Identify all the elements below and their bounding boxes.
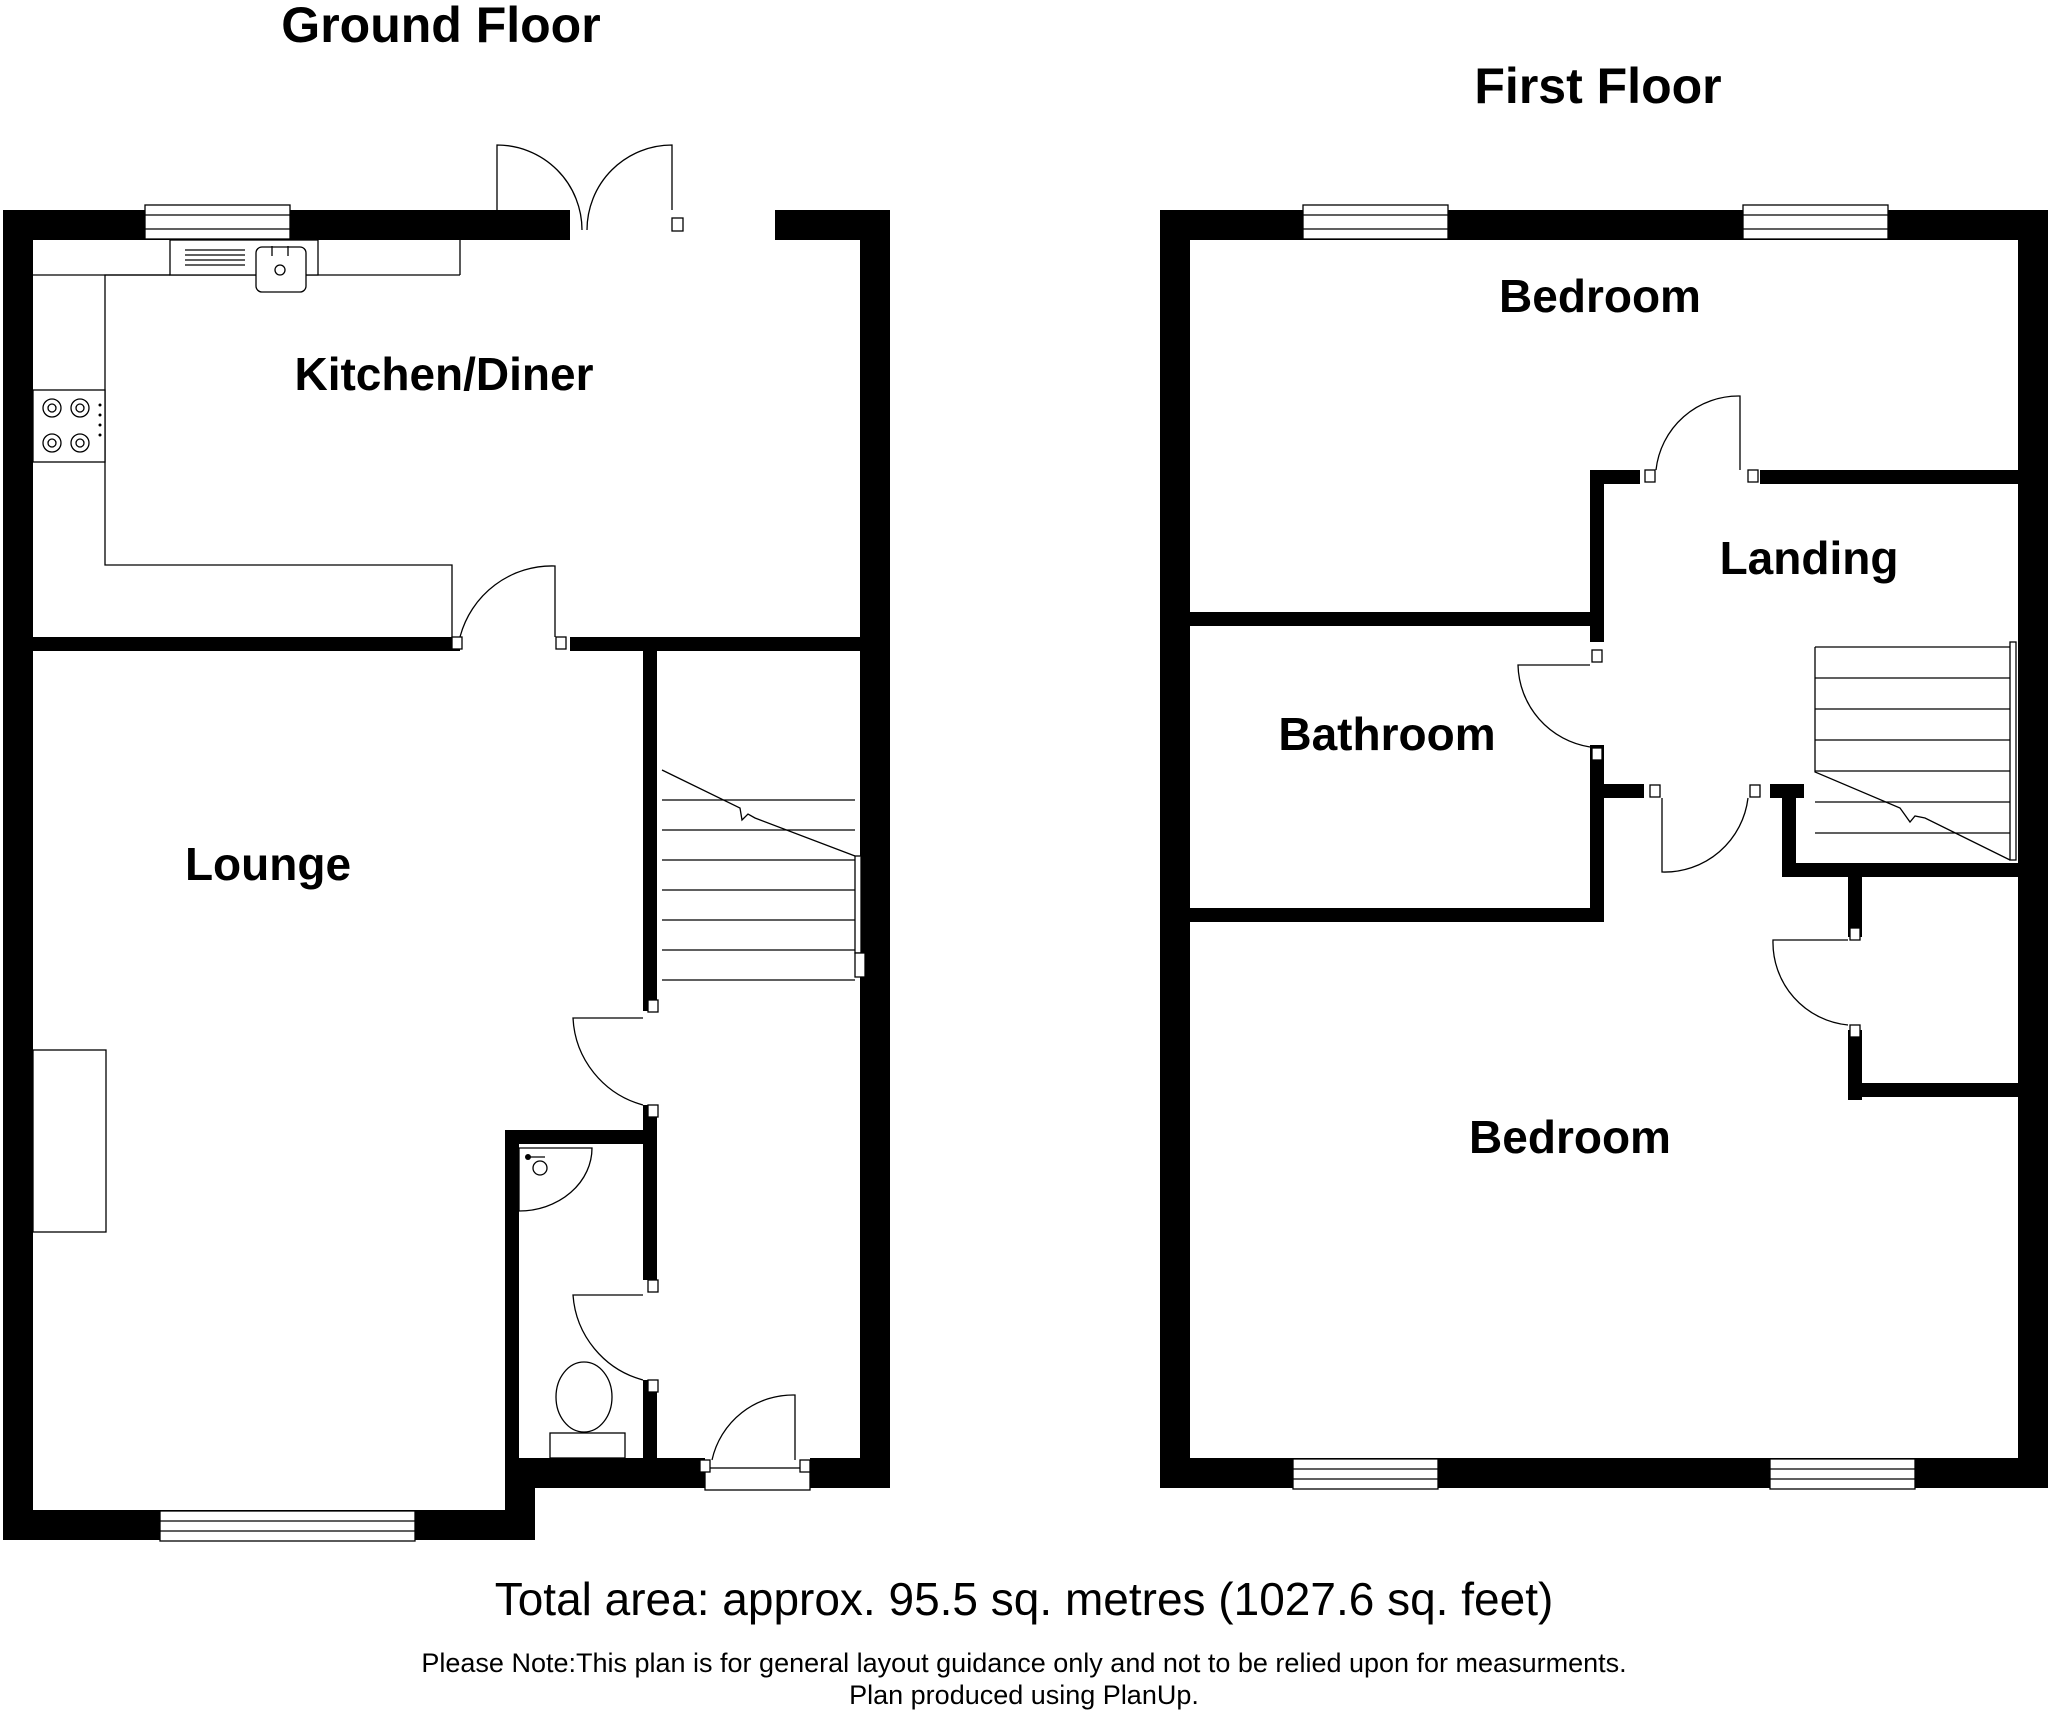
ground-floor-plan: Ground Floor (3, 0, 890, 1542)
rear-bedroom-door-swing (1661, 797, 1749, 873)
lounge-door-swing (572, 1017, 644, 1106)
rear-bedroom-window-2 (1769, 1458, 1916, 1490)
sink-icon (255, 246, 307, 293)
first-floor-plan: First Floor (1160, 58, 2048, 1490)
hob-icon (32, 389, 106, 463)
kitchen-window (144, 204, 291, 240)
patio-doors (482, 144, 684, 232)
rear-bedroom-window-1 (1292, 1458, 1439, 1490)
room-label-rear-bedroom: Bedroom (1469, 1111, 1671, 1163)
cupboard-door-swing (1772, 939, 1849, 1026)
front-bedroom-window-1 (1302, 204, 1449, 240)
ground-floor-walls (3, 210, 890, 1540)
kitchen-door-swing (459, 565, 556, 638)
room-label-bathroom: Bathroom (1278, 708, 1495, 760)
room-label-landing: Landing (1720, 532, 1899, 584)
ground-floor-staircase (661, 769, 866, 981)
front-bedroom-door-swing (1655, 395, 1741, 471)
total-area-text: Total area: approx. 95.5 sq. metres (102… (494, 1573, 1554, 1625)
ground-floor-title: Ground Floor (281, 0, 600, 53)
first-floor-walls (1160, 210, 2048, 1488)
toilet-icon (549, 1361, 626, 1459)
front-door-frame (704, 1467, 811, 1491)
first-floor-title: First Floor (1474, 58, 1721, 114)
front-door-swing (711, 1394, 796, 1461)
kitchen-worktop (33, 239, 461, 637)
bathroom-door-swing (1517, 664, 1591, 748)
lounge-fireplace (32, 1049, 107, 1233)
wc-basin-icon (518, 1147, 593, 1212)
lounge-window (159, 1510, 416, 1542)
room-label-lounge: Lounge (185, 838, 351, 890)
first-floor-staircase (1814, 641, 2017, 861)
produced-by-credit: Plan produced using PlanUp. (849, 1680, 1199, 1710)
room-label-kitchen-diner: Kitchen/Diner (294, 348, 593, 400)
disclaimer-note: Please Note:This plan is for general lay… (421, 1648, 1627, 1678)
wc-door-swing (572, 1294, 644, 1381)
front-bedroom-window-2 (1742, 204, 1889, 240)
room-label-front-bedroom: Bedroom (1499, 270, 1701, 322)
